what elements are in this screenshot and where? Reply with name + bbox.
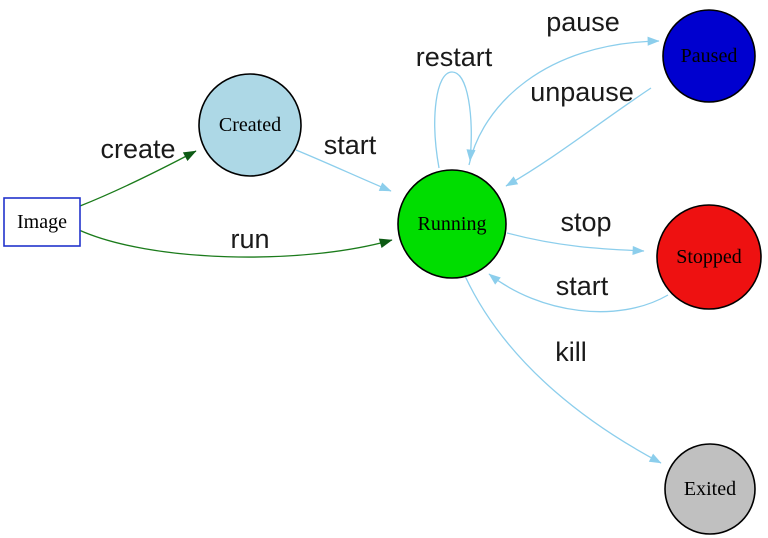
edge-restart bbox=[434, 71, 476, 169]
edges-layer bbox=[78, 36, 669, 464]
node-label-paused: Paused bbox=[681, 45, 738, 67]
edge-pause bbox=[468, 36, 660, 166]
edge-label-unpause: unpause bbox=[530, 77, 634, 107]
node-label-image: Image bbox=[17, 211, 67, 233]
edge-label-pause: pause bbox=[546, 7, 620, 37]
edge-create bbox=[79, 150, 197, 207]
edge-run bbox=[78, 229, 393, 258]
node-label-stopped: Stopped bbox=[676, 246, 742, 268]
edge-label-stop: stop bbox=[560, 207, 611, 237]
node-paused bbox=[662, 9, 756, 103]
edge-start-created-running bbox=[295, 149, 392, 192]
node-image bbox=[3, 197, 81, 247]
node-label-exited: Exited bbox=[684, 478, 736, 500]
edge-label-start-created-running: start bbox=[324, 130, 377, 160]
node-label-created: Created bbox=[219, 114, 281, 136]
edge-label-restart: restart bbox=[416, 42, 493, 72]
edge-label-kill: kill bbox=[555, 337, 587, 367]
edge-labels-layer: create run start restart pause unpause stop sta… bbox=[100, 7, 633, 367]
edge-kill bbox=[464, 275, 662, 464]
edge-stop bbox=[506, 232, 645, 256]
edge-label-create: create bbox=[100, 134, 175, 164]
edge-label-run: run bbox=[230, 224, 269, 254]
node-created bbox=[198, 73, 302, 177]
edge-unpause bbox=[505, 87, 652, 187]
edge-start-stopped-running bbox=[488, 273, 669, 313]
node-running bbox=[397, 169, 507, 279]
node-label-running: Running bbox=[418, 213, 487, 235]
node-stopped bbox=[656, 204, 762, 310]
node-exited bbox=[664, 443, 756, 535]
edge-label-start-stopped-running: start bbox=[556, 271, 609, 301]
